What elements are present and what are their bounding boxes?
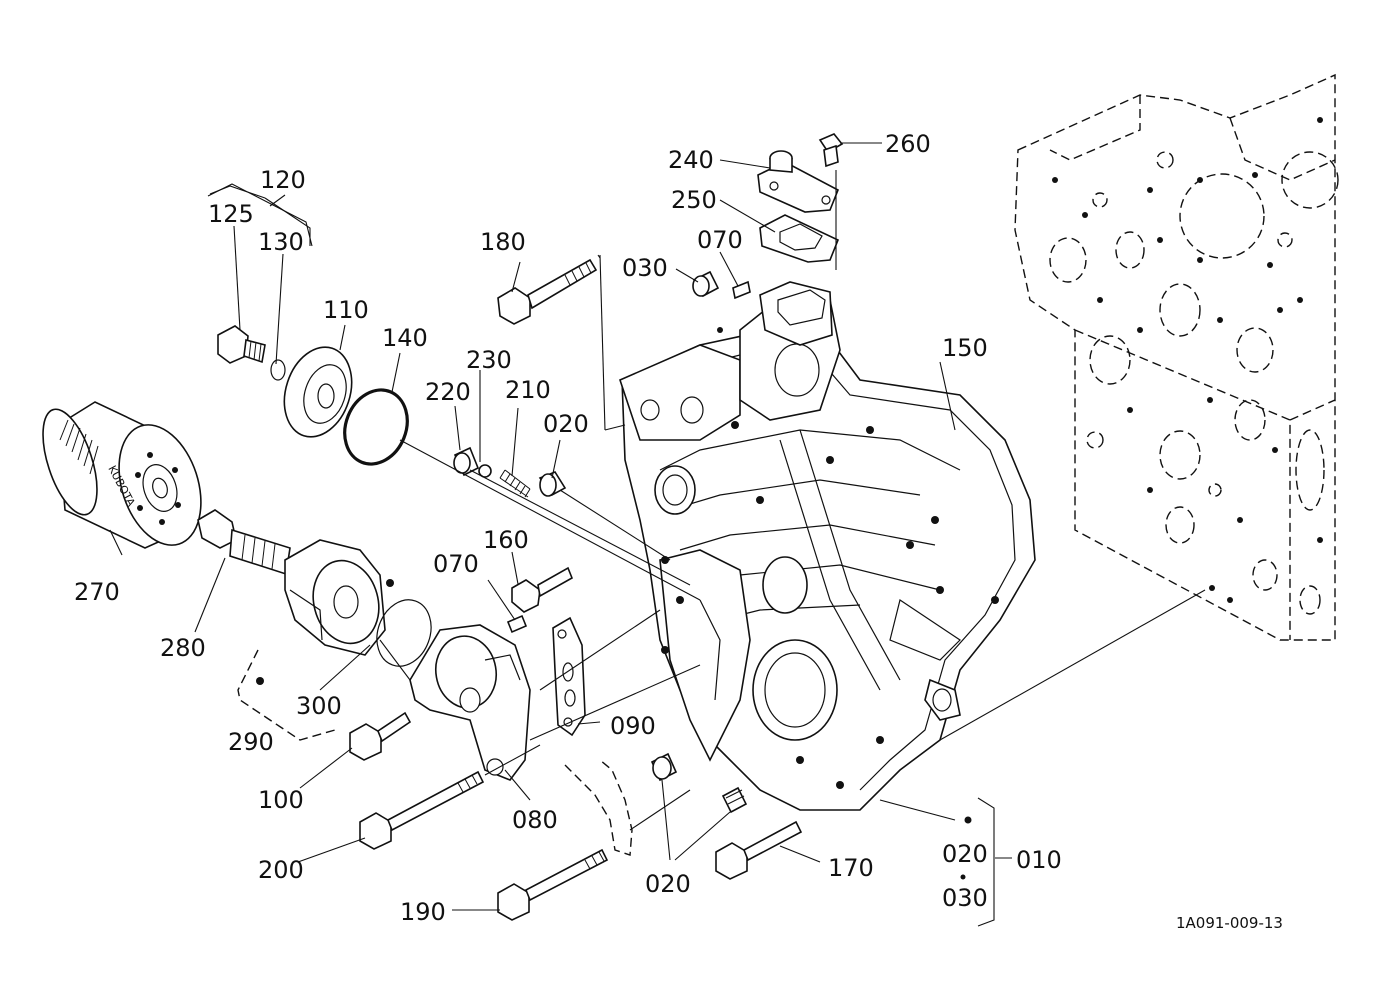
callout-070-upper: 070 <box>697 226 743 254</box>
filter-bracket-assembly[interactable] <box>256 539 394 685</box>
callout-020-upper: 020 <box>543 410 589 438</box>
callout-010: 010 <box>1016 846 1062 874</box>
callout-140: 140 <box>382 324 428 352</box>
oil-filter-cartridge[interactable]: KUBOTA <box>32 401 215 556</box>
bolt-260[interactable] <box>818 133 844 168</box>
pin-070-lower[interactable] <box>506 614 528 634</box>
stud-pipe[interactable] <box>197 509 291 576</box>
plug-020-upper[interactable] <box>538 471 567 497</box>
relief-bolt-125[interactable] <box>217 325 266 364</box>
spring-210[interactable] <box>499 469 531 498</box>
bolt-190[interactable] <box>497 848 609 921</box>
callout-110: 110 <box>323 296 369 324</box>
o-ring-140[interactable] <box>334 381 418 474</box>
callout-290: 290 <box>228 728 274 756</box>
callout-030-kit: 030 <box>942 884 988 912</box>
leader-lines <box>109 142 1206 927</box>
callout-210: 210 <box>505 376 551 404</box>
callout-280: 280 <box>160 634 206 662</box>
cover-flange-110[interactable] <box>273 338 362 445</box>
valve-220[interactable] <box>453 446 480 477</box>
callout-125: 125 <box>208 200 254 228</box>
callout-030: 030 <box>622 254 668 282</box>
callout-170: 170 <box>828 854 874 882</box>
plug-030[interactable] <box>692 270 720 298</box>
bolt-170[interactable] <box>715 820 803 880</box>
bolt-180[interactable] <box>497 258 598 325</box>
callout-130: 130 <box>258 228 304 256</box>
callout-240: 240 <box>668 146 714 174</box>
callout-270: 270 <box>74 578 120 606</box>
kit-dot-020 <box>964 816 972 824</box>
callout-150: 150 <box>942 334 988 362</box>
callout-020-kit: 020 <box>942 840 988 868</box>
callout-090: 090 <box>610 712 656 740</box>
callout-080: 080 <box>512 806 558 834</box>
callout-180: 180 <box>480 228 526 256</box>
pin-070-upper[interactable] <box>732 280 751 300</box>
callout-100: 100 <box>258 786 304 814</box>
callout-220: 220 <box>425 378 471 406</box>
figure-reference: 1A091-009-13 <box>1176 914 1283 932</box>
bolt-100[interactable] <box>349 711 412 761</box>
callout-160: 160 <box>483 526 529 554</box>
gasket-090[interactable] <box>552 616 586 737</box>
callout-120: 120 <box>260 166 306 194</box>
oil-pump-body[interactable] <box>409 624 531 781</box>
bolt-160[interactable] <box>511 566 574 613</box>
kit-dot-separator <box>960 874 966 880</box>
callout-230: 230 <box>466 346 512 374</box>
callout-190: 190 <box>400 898 446 926</box>
o-ring-130[interactable] <box>270 359 286 381</box>
bolt-200[interactable] <box>359 770 485 850</box>
callout-300: 300 <box>296 692 342 720</box>
callout-250: 250 <box>671 186 717 214</box>
plug-020-lower-b[interactable] <box>721 786 748 814</box>
gasket-250[interactable] <box>759 214 840 263</box>
callout-labels: 120 125 130 110 140 180 230 220 210 020 … <box>74 130 1283 932</box>
o-ring-300[interactable] <box>368 592 440 674</box>
callout-070-lower: 070 <box>433 550 479 578</box>
callout-020-lower: 020 <box>645 870 691 898</box>
ball-230[interactable] <box>478 464 492 478</box>
callout-260: 260 <box>885 130 931 158</box>
gear-case-housing[interactable] <box>619 281 1036 811</box>
dashed-bracket-part <box>564 759 633 856</box>
callout-200: 200 <box>258 856 304 884</box>
cover-plate-240[interactable] <box>757 150 840 213</box>
cylinder-block-reference <box>1014 73 1339 641</box>
plug-020-lower-a[interactable] <box>650 752 678 782</box>
